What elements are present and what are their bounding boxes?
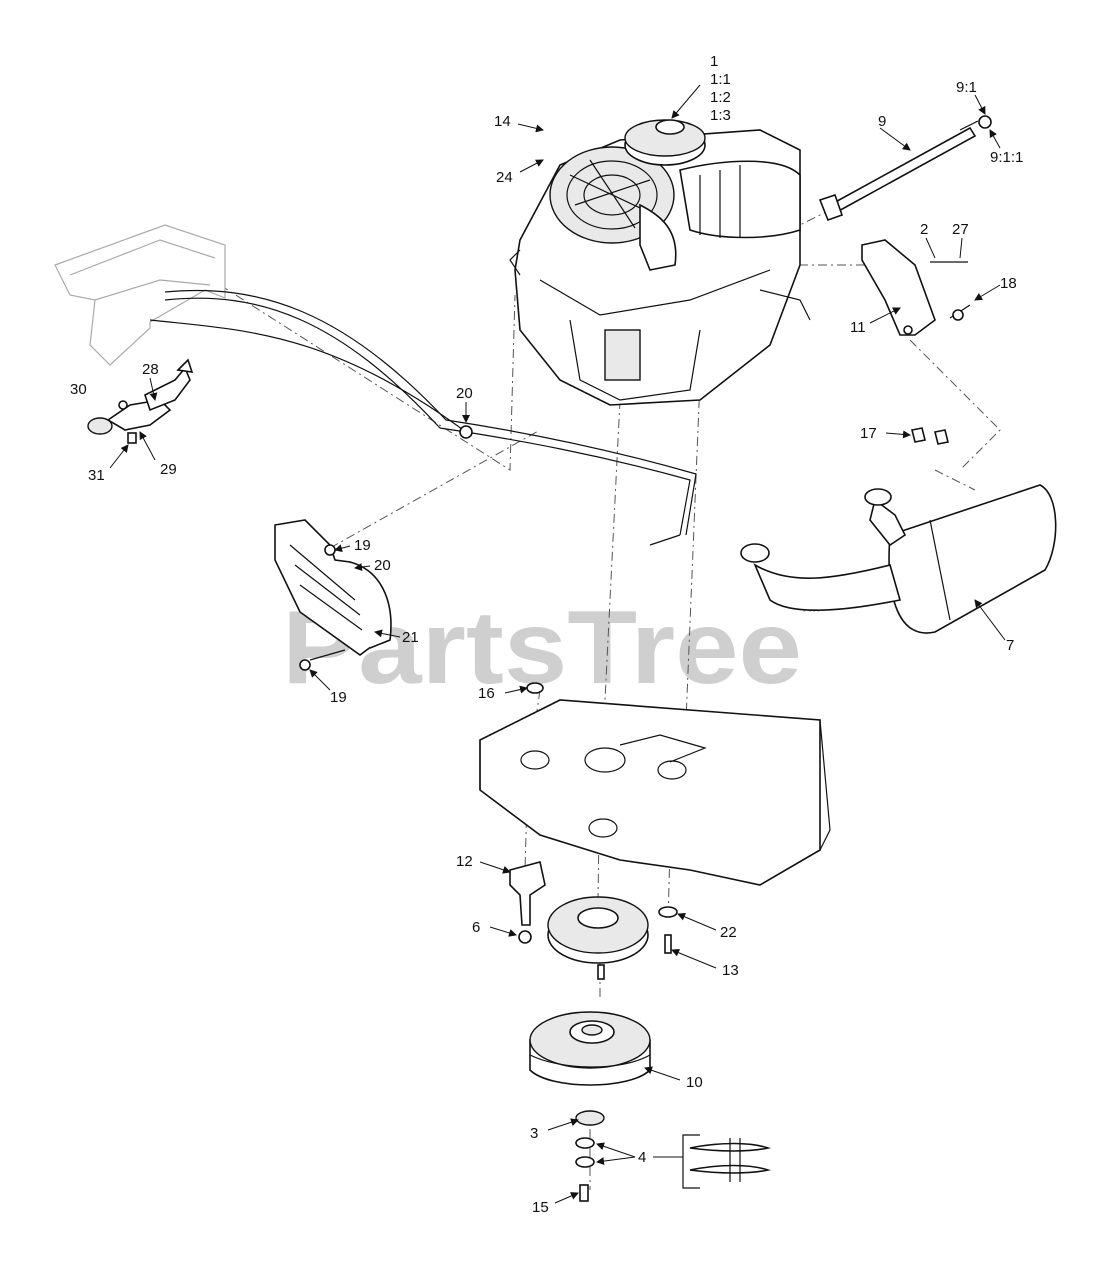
- callout-17: 17: [860, 425, 877, 442]
- washers-bolt: [575, 1110, 605, 1202]
- mounting-plate: [479, 682, 831, 886]
- callout-12: 12: [456, 853, 473, 870]
- clutch-bracket: [509, 861, 546, 944]
- control-panel: [54, 224, 226, 366]
- clips: [911, 427, 949, 445]
- callout-11: 11: [850, 319, 866, 336]
- electric-clutch: [529, 1011, 651, 1086]
- callout-9-1-1: 9:1:1: [990, 149, 1023, 166]
- callout-19-top: 19: [354, 537, 371, 554]
- callout-1: 1: [710, 53, 718, 70]
- callout-14: 14: [494, 113, 511, 130]
- muffler: [740, 484, 1057, 634]
- callout-13: 13: [722, 962, 739, 979]
- callout-7: 7: [1006, 637, 1014, 654]
- callout-15: 15: [532, 1199, 549, 1216]
- callout-labels: 1 1:1 1:2 1:3 14 24 9 9:1 9:1:1 2 27 18 …: [70, 53, 1023, 1216]
- callout-3: 3: [530, 1125, 538, 1142]
- dipstick-tube: [818, 115, 992, 222]
- pulley: [547, 896, 649, 980]
- callout-29: 29: [160, 461, 177, 478]
- callout-18: 18: [1000, 275, 1017, 292]
- throttle-control: [87, 358, 194, 444]
- bracket: [861, 239, 971, 336]
- washer-detail: [682, 1134, 771, 1189]
- callout-4: 4: [638, 1149, 646, 1166]
- callout-1-2: 1:2: [710, 89, 731, 106]
- callout-28: 28: [142, 361, 159, 378]
- callout-2: 2: [920, 221, 928, 238]
- callout-22: 22: [720, 924, 737, 941]
- throttle-cable: [149, 289, 697, 546]
- callout-19-bottom: 19: [330, 689, 347, 706]
- callout-20-top: 20: [456, 385, 473, 402]
- washer-bolt-13-22: [658, 906, 678, 954]
- callout-1-3: 1:3: [710, 107, 731, 124]
- callout-16: 16: [478, 685, 495, 702]
- callout-20-shield: 20: [374, 557, 391, 574]
- callout-27: 27: [952, 221, 969, 238]
- callout-10: 10: [686, 1074, 703, 1091]
- callout-1-1: 1:1: [710, 71, 731, 88]
- leader-lines: [109, 84, 1006, 1204]
- callout-31: 31: [88, 467, 105, 484]
- callout-9: 9: [878, 113, 886, 130]
- engine: [509, 119, 811, 406]
- callout-24: 24: [496, 169, 513, 186]
- callout-9-1: 9:1: [956, 79, 977, 96]
- callout-30: 30: [70, 381, 87, 398]
- callout-21: 21: [402, 629, 419, 646]
- shield: [274, 519, 392, 671]
- callout-6: 6: [472, 919, 480, 936]
